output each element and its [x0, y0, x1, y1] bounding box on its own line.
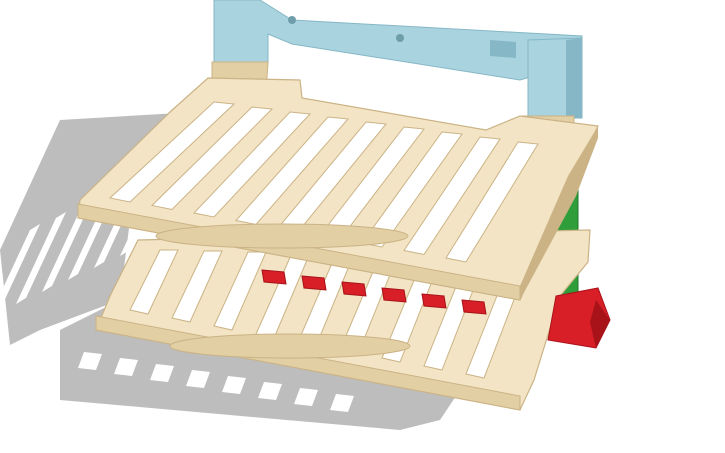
shadow-gap [78, 352, 102, 370]
red-spacer [341, 281, 367, 297]
upper-slot-opening [108, 101, 236, 203]
upper-slot-opening [193, 111, 312, 218]
red-spacer [261, 269, 287, 285]
shadow-gap [294, 388, 318, 406]
red-spacer [461, 299, 487, 315]
red-spacer [301, 275, 327, 291]
bracket-screw-hole-left [288, 16, 296, 24]
shadow-gap [16, 212, 66, 304]
upper-tray-slot-openings [108, 101, 539, 263]
shadow-gap [186, 370, 210, 388]
lower-slot-opening [129, 249, 179, 315]
lower-tray-center-rib [169, 333, 411, 359]
shadow-gap [114, 358, 138, 376]
red-spacer [421, 293, 447, 309]
shadow-gap [0, 224, 40, 310]
bracket-slot [490, 40, 516, 58]
upper-slot-opening [445, 141, 539, 263]
shadow-gap [330, 394, 354, 412]
lower-slot-opening [171, 250, 223, 323]
red-spacer-pieces [261, 269, 487, 315]
upper-slot-opening [403, 136, 501, 256]
bracket-right-leg-side [566, 38, 582, 118]
upper-tray-right-edge [520, 126, 598, 300]
bracket-screw-hole-mid [396, 34, 404, 42]
shadow-gap [222, 376, 246, 394]
bracket [213, 0, 583, 119]
red-block-right-side [590, 300, 610, 348]
upper-tray [77, 77, 599, 301]
red-spacer [381, 287, 407, 303]
shadow-gap [150, 364, 174, 382]
upper-slot-opening [150, 106, 274, 211]
upper-tray-center-rib [155, 223, 409, 249]
shadow-gap [42, 200, 92, 292]
shadow-gap [258, 382, 282, 400]
upper-slot-opening [361, 131, 463, 248]
